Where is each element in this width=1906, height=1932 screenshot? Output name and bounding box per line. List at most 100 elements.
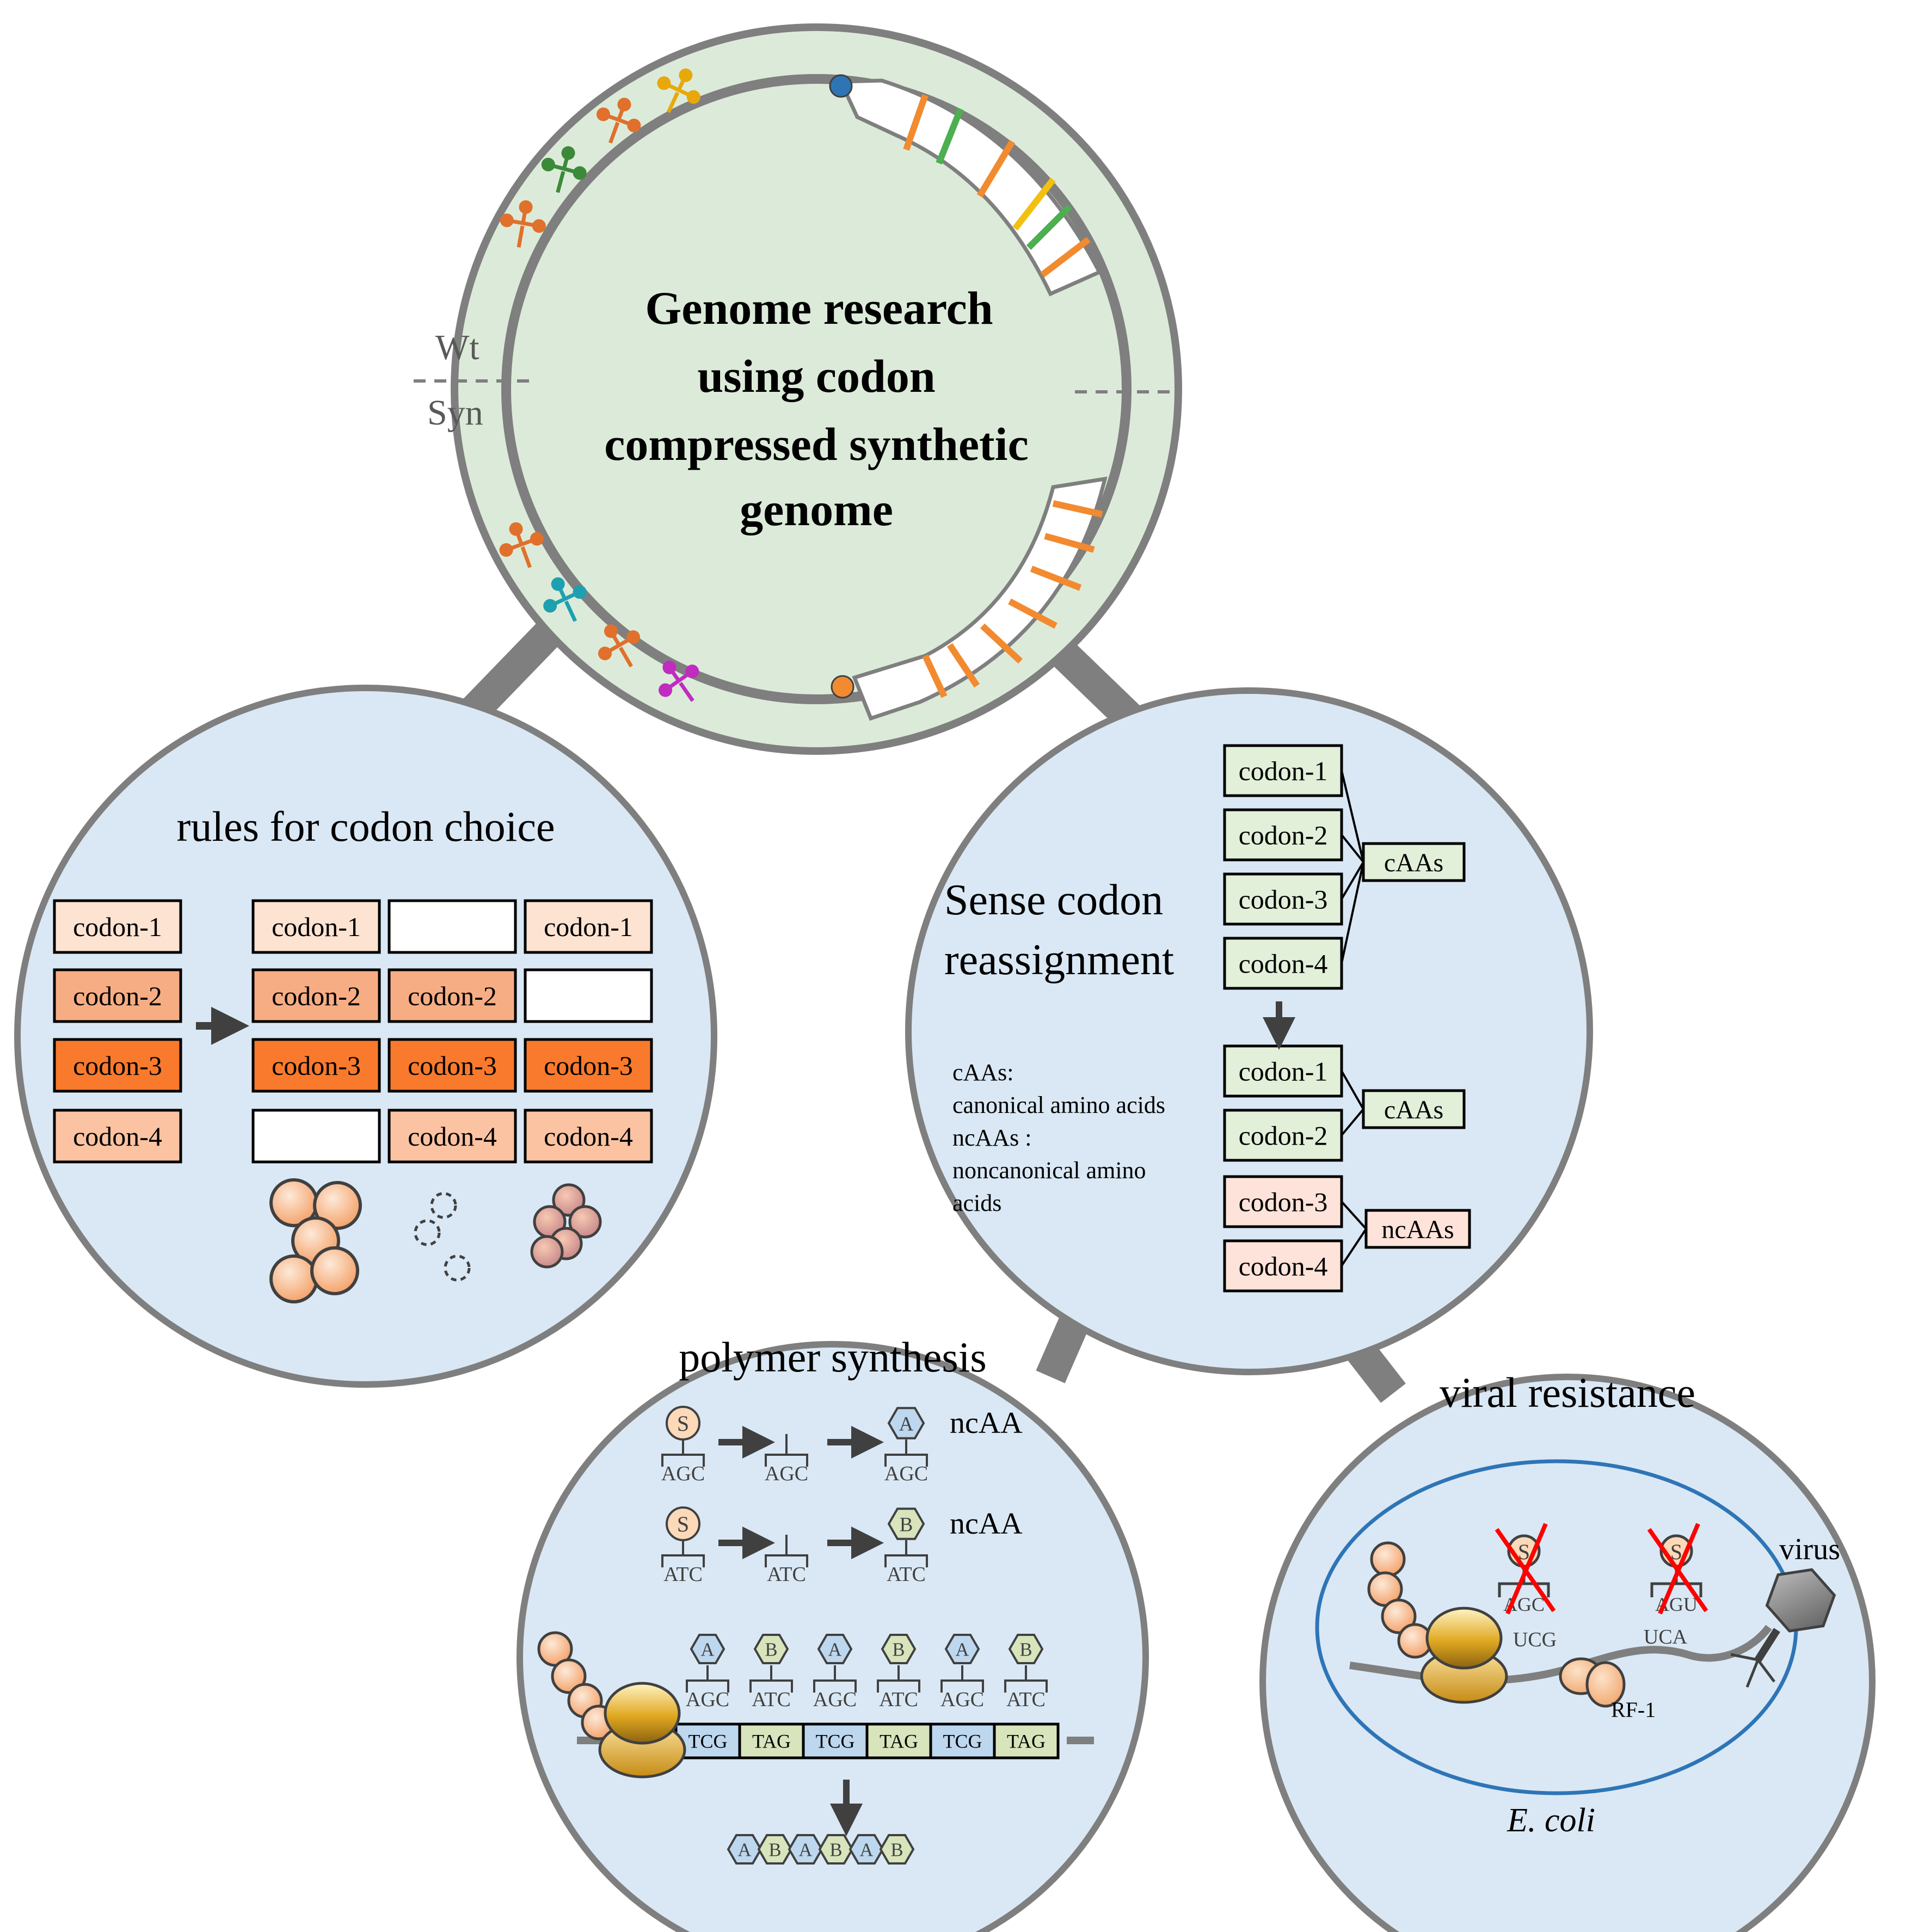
polymer-row2-start-trna-stem [661, 1540, 705, 1567]
rules-left-codon-3-label: codon-3 [73, 1050, 162, 1081]
sense-top-codon-4-box [1223, 937, 1343, 990]
polymer-chain-hex-3-shape [788, 1834, 823, 1865]
polymer-trna-hex-5-letter: A [956, 1640, 969, 1660]
polymer-trna-3: AGC [813, 1665, 857, 1711]
sense-bottom-nc-link-2 [1341, 1228, 1367, 1267]
trna-icon-green [541, 146, 587, 193]
polymer-trna-5: AGC [940, 1665, 984, 1711]
polymer-row1-end-hex-letter: A [899, 1412, 914, 1435]
polymer-mrna-codon-4-label: TAG [880, 1731, 918, 1752]
rules-col1-codon-1-label: codon-1 [272, 912, 361, 942]
polymer-mrna-codon-3-box [802, 1722, 869, 1759]
polymer-row1-start-letter: S [677, 1411, 689, 1436]
sense-top-codon-3-box [1223, 872, 1343, 926]
sense-bottom-codon-2-label: codon-2 [1239, 1121, 1328, 1151]
sense-codon-boxes: codon-1codon-2codon-3codon-4cAAscodon-1c… [1223, 744, 1471, 1293]
sense-top-codon-1: codon-1 [1223, 744, 1343, 797]
polymer-row1-start-trna: AGC [661, 1439, 705, 1485]
sense-top-link-4 [1341, 862, 1364, 964]
sense-bottom-target-cAAs-label: cAAs [1384, 1096, 1443, 1124]
rules-col2-codon-3-label: codon-3 [408, 1050, 497, 1081]
trna-icon-orange-4 [598, 624, 640, 668]
polymer-chain-hex-1-shape [727, 1834, 763, 1865]
polymer-mrna-codon-2-label: TAG [752, 1731, 791, 1752]
trna-icon-teal [543, 577, 587, 622]
rules-col3-codon-3: codon-3 [524, 1038, 653, 1093]
sense-bottom-codon-1-label: codon-1 [1239, 1056, 1328, 1087]
polymer-trna-hex-5: A [944, 1634, 980, 1664]
rules-col1-codon-2-label: codon-2 [272, 981, 361, 1011]
sense-top-link-2 [1341, 834, 1364, 863]
sense-bottom-codon-4: codon-4 [1223, 1239, 1343, 1293]
wt-origin-dot [829, 74, 853, 98]
rf1-label: RF-1 [1611, 1697, 1656, 1722]
rules-col1-codon-4 [251, 1109, 381, 1164]
polymer-mrna-codon-2-box [738, 1722, 805, 1759]
rules-col3-codon-2-box [524, 968, 653, 1023]
polymer-trna-2: ATC [749, 1665, 793, 1711]
rules-growth-healthy [269, 1178, 362, 1303]
polymer-chain-hex-2-shape [757, 1834, 793, 1865]
polymer-trna-hex-5-shape [944, 1634, 980, 1664]
polymer-chain-hex-4: B [818, 1834, 854, 1865]
polymer-trna-hex-2-letter: B [765, 1640, 777, 1660]
sense-legend-line-2: canonical amino acids [952, 1092, 1165, 1118]
sense-connector-lines [1341, 770, 1367, 1267]
rules-left-codon-1-label: codon-1 [73, 912, 162, 942]
polymer-trna-hex-3-letter: A [828, 1640, 842, 1660]
polymer-row2-start-letter: S [677, 1512, 689, 1536]
polymer-row1-end-trna: AGC [884, 1439, 928, 1485]
polymer-trna-hex-3: A [817, 1634, 853, 1664]
rules-panel-circle [14, 685, 717, 1388]
trna-icon-orange-2 [500, 200, 546, 248]
polymer-trna-hex-1-shape [690, 1634, 725, 1664]
rules-title: rules for codon choice [176, 803, 555, 850]
polymer-trna-hex-1: A [690, 1634, 725, 1664]
wt-gene-stripes [903, 94, 1091, 278]
polymer-row2-end-hex-shape [887, 1508, 925, 1540]
polymer-mrna-codon-1-box [674, 1722, 741, 1759]
sense-legend-line-3: ncAAs : [952, 1124, 1031, 1151]
rules-col1-codon-2: codon-2 [251, 968, 381, 1023]
rules-compressed-columns: codon-1codon-2codon-3codon-2codon-3codon… [251, 899, 653, 1164]
polymer-chain-hex-5: A [849, 1834, 884, 1865]
sense-top-codon-4: codon-4 [1223, 937, 1343, 990]
sense-top-target-box [1362, 842, 1466, 882]
virus-icon [1730, 1568, 1836, 1688]
rules-col3-codon-3-label: codon-3 [544, 1050, 633, 1081]
sense-legend-line-4: noncanonical amino [952, 1157, 1146, 1184]
polymer-row2-empty-trna-anticodon: ATC [767, 1563, 806, 1586]
trna-icon-yellow [657, 68, 700, 113]
rules-col3-codon-4-box [524, 1109, 653, 1164]
rules-col1-codon-3-label: codon-3 [272, 1050, 361, 1081]
polymer-row2-start-trna: ATC [661, 1540, 705, 1586]
sense-legend-line-1: cAAs: [952, 1059, 1013, 1086]
trna-icon-orange-3 [499, 522, 544, 568]
polymer-mrna-codon-4: TAG [865, 1722, 932, 1759]
polymer-trna-hex-4-letter: B [892, 1640, 905, 1660]
rules-left-codon-1-box [53, 899, 182, 954]
center-title: Genome research using codon compressed s… [604, 282, 1029, 536]
sense-bottom-link-1 [1341, 1070, 1364, 1110]
polymer-row1-end-hex-shape [887, 1407, 925, 1439]
sense-bottom-codon-2-box [1223, 1109, 1343, 1162]
polymer-row2-empty-trna-stem [765, 1540, 808, 1567]
sense-title-line-2: reassignment [944, 936, 1174, 984]
sense-bottom-codon-1: codon-1 [1223, 1044, 1343, 1098]
rules-col3-codon-1-box [524, 899, 653, 954]
polymer-chain-hex-6-shape [879, 1834, 915, 1865]
rules-col2-codon-4: codon-4 [388, 1109, 517, 1164]
polymer-row2-end-trna: ATC [884, 1540, 928, 1586]
polymer-ribosome [537, 1631, 1094, 1779]
viral-title: viral resistance [1440, 1369, 1695, 1416]
polymer-trna-1-stem [686, 1665, 729, 1693]
rules-col3-codon-3-box [524, 1038, 653, 1093]
rules-left-codon-4-label: codon-4 [73, 1121, 162, 1152]
viral-panel: viral resistance RF-1 S AGC [1259, 1369, 1876, 1932]
polymer-title: polymer synthesis [679, 1333, 986, 1381]
polymer-chain-hex-1: A [727, 1834, 763, 1865]
syn-origin-dot [831, 675, 854, 699]
